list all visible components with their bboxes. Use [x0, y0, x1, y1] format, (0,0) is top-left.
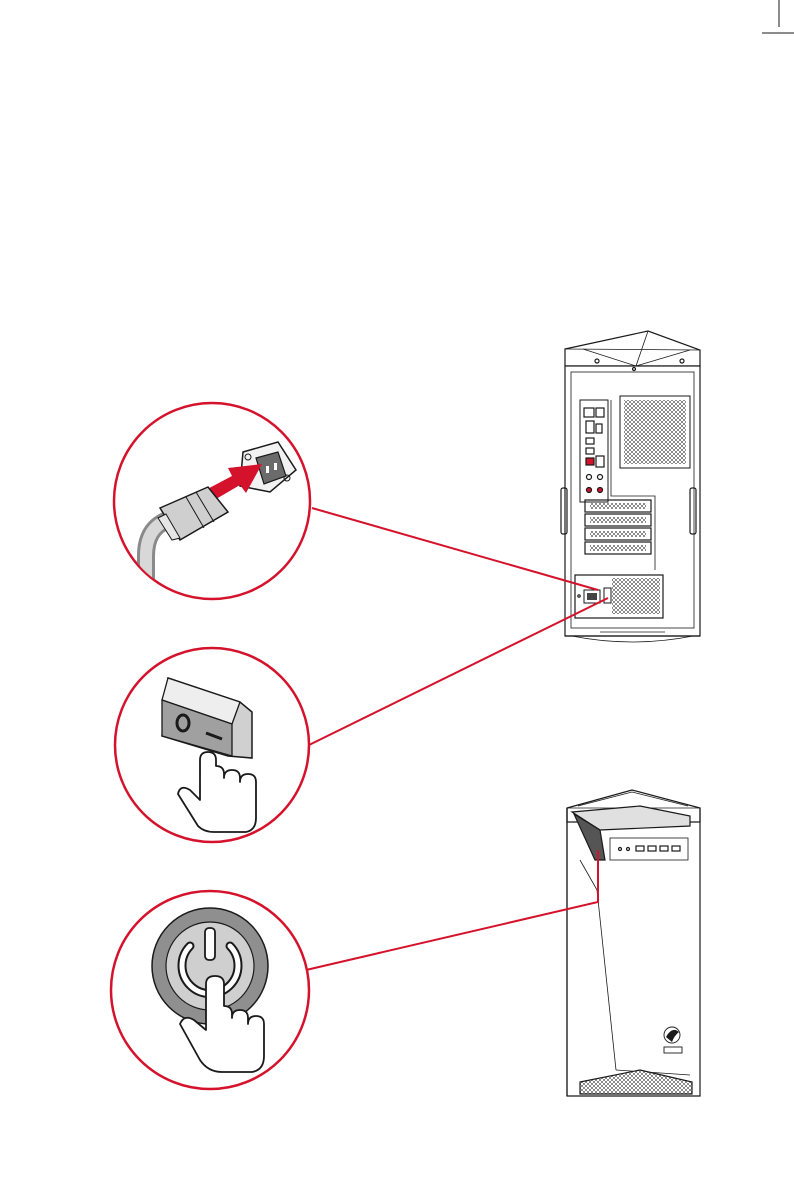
step-plug-power-cord	[114, 403, 310, 620]
msi-dragon-logo	[664, 1027, 682, 1053]
step-press-power-button	[111, 891, 309, 1089]
corner-crop-mark	[762, 0, 794, 33]
callout-line-switch	[309, 598, 608, 745]
callout-line-button	[306, 850, 598, 970]
step-flip-psu-switch	[115, 648, 309, 842]
callout-lines	[306, 508, 608, 970]
callout-line-plug	[312, 508, 598, 590]
pc-tower-rear	[561, 331, 700, 642]
pc-tower-front	[567, 790, 700, 1096]
